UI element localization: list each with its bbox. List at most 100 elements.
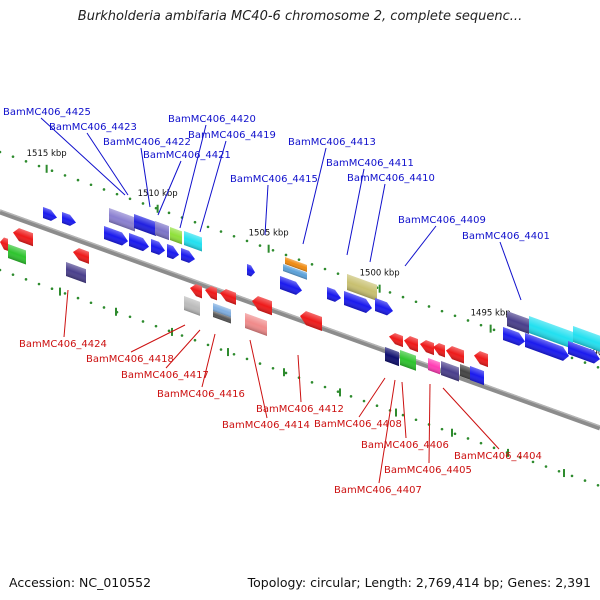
forward-leader <box>369 183 386 263</box>
reverse-leader <box>165 329 201 369</box>
gene-labels: BamMC406_4425BamMC406_4423BamMC406_4422B… <box>3 107 550 496</box>
forward-leader <box>179 124 207 229</box>
gene-shading <box>404 336 418 353</box>
gene-shading <box>129 232 149 252</box>
forward-gene-label: BamMC406_4425 <box>3 107 91 118</box>
reverse-gene-label: BamMC406_4408 <box>314 419 402 430</box>
ruler-dot-outer <box>570 356 574 360</box>
forward-gene-label: BamMC406_4401 <box>462 231 550 242</box>
reverse-leader <box>249 339 268 419</box>
gene-features <box>0 206 600 386</box>
ruler-dot-outer <box>466 319 470 322</box>
forward-gene-label: BamMC406_4410 <box>347 173 435 184</box>
reverse-leader <box>297 354 302 403</box>
forward-gene-label: BamMC406_4420 <box>168 114 256 125</box>
gene-shading <box>43 206 57 221</box>
ruler-dot-outer <box>310 263 314 266</box>
gene-shading <box>375 297 393 316</box>
ruler-dot-inner <box>63 292 67 295</box>
ruler-dot-inner <box>37 282 41 286</box>
gene-shading <box>66 261 86 284</box>
gene-shading <box>13 228 33 247</box>
gene-shading <box>0 237 8 251</box>
forward-leader <box>264 184 269 236</box>
ruler-dot-inner <box>557 469 561 473</box>
ruler-dot-inner <box>24 278 28 281</box>
gene-shading <box>529 315 573 349</box>
reverse-gene-label: BamMC406_4417 <box>121 370 209 381</box>
gene-shading <box>184 295 200 316</box>
gene-shading <box>344 290 372 313</box>
forward-gene-label: BamMC406_4413 <box>288 137 376 148</box>
gene-shading <box>73 248 89 264</box>
ruler-dot-outer <box>63 174 67 177</box>
reverse-gene-label: BamMC406_4416 <box>157 389 245 400</box>
gene-shading <box>428 357 440 375</box>
ruler-dot-outer <box>414 300 418 304</box>
ruler-dot-outer <box>479 323 483 327</box>
ruler-dot-inner <box>531 460 535 464</box>
ruler-dot-outer <box>141 202 145 205</box>
forward-leader <box>86 132 129 196</box>
reverse-gene-label: BamMC406_4418 <box>86 354 174 365</box>
ruler-dot-outer <box>0 150 2 154</box>
reverse-gene-label: BamMC406_4406 <box>361 440 449 451</box>
gene-shading <box>280 275 302 295</box>
gene-shading <box>568 340 600 364</box>
ruler-dot-inner <box>258 362 262 365</box>
ruler-dot-inner <box>570 474 574 478</box>
ruler-dot-outer <box>76 178 80 182</box>
forward-gene-label: BamMC406_4422 <box>103 137 191 148</box>
ruler-dot-inner <box>544 465 548 468</box>
ruler-dot-outer <box>596 365 600 369</box>
ruler-dot-outer <box>453 314 457 318</box>
topology-stats-text: Topology: circular; Length: 2,769,414 bp… <box>247 575 591 590</box>
gene-shading <box>525 332 569 361</box>
ruler-dot-inner <box>323 385 327 389</box>
ruler-dot-inner <box>167 329 171 333</box>
gene-shading <box>474 351 488 368</box>
ruler-dot-outer <box>37 164 41 168</box>
ruler-dot-inner <box>284 371 288 375</box>
gene-shading <box>155 220 169 241</box>
forward-gene-label: BamMC406_4411 <box>326 158 414 169</box>
gene-shading <box>470 365 484 386</box>
reverse-gene-label: BamMC406_4404 <box>454 451 542 462</box>
gene-shading <box>134 213 156 237</box>
forward-gene-label: BamMC406_4419 <box>188 130 276 141</box>
gene-shading <box>184 230 202 252</box>
ruler-dot-inner <box>141 320 145 323</box>
accession-text: Accession: NC_010552 <box>9 575 152 590</box>
gene-shading <box>446 346 464 364</box>
ruler-dot-outer <box>167 211 171 215</box>
forward-leader <box>157 160 182 216</box>
ruler-dot-outer <box>323 267 327 271</box>
ruler-dot-inner <box>180 334 184 337</box>
gene-shading <box>420 340 434 356</box>
ruler-dot-inner <box>414 418 418 422</box>
ruler-dot-inner <box>505 451 509 454</box>
ruler-dot-inner <box>401 413 405 417</box>
ruler-dot-outer <box>11 155 15 158</box>
gene-shading <box>347 273 377 301</box>
reverse-leader <box>358 377 386 418</box>
ruler-dot-outer <box>336 272 340 275</box>
ruler-dot-inner <box>271 366 275 370</box>
ruler-dot-inner <box>362 399 366 403</box>
reverse-leader <box>201 333 216 388</box>
ruler-dot-outer <box>102 188 106 191</box>
gene-shading <box>507 310 529 334</box>
reverse-leader <box>401 381 407 439</box>
gene-shading <box>400 349 416 371</box>
ruler-dot-outer <box>232 234 236 238</box>
tick-label: 1510 kbp <box>138 189 178 199</box>
ruler-dot-inner <box>583 479 587 482</box>
ruler-dot-outer <box>193 220 197 224</box>
ruler-dot-inner <box>375 404 379 408</box>
gene-shading <box>503 326 525 346</box>
reverse-leader <box>428 383 431 464</box>
gene-shading <box>327 286 341 302</box>
gene-shading <box>104 225 128 246</box>
reverse-leader <box>63 289 69 338</box>
